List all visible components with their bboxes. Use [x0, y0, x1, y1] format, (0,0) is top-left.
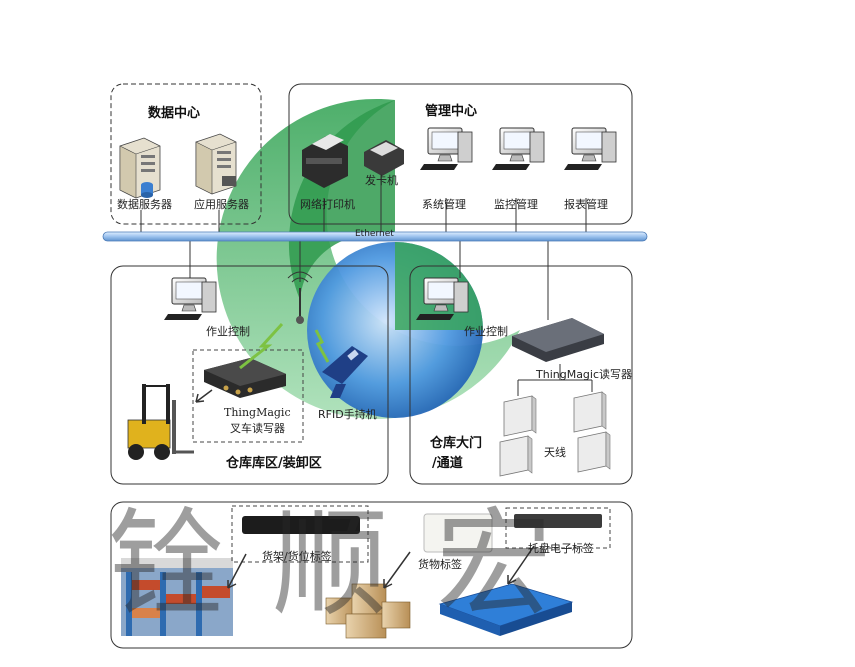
database-server-icon: [119, 137, 161, 199]
goods-tag-card-icon: [423, 513, 493, 553]
application-server-label: 应用服务器: [194, 198, 249, 211]
ethernet-label: Ethernet: [355, 229, 394, 239]
warehouse-shelves-photo: [121, 558, 233, 636]
management-center-title: 管理中心: [425, 104, 478, 119]
arrow-icon: [507, 545, 535, 585]
forklift-reader-label-2: 叉车读写器: [230, 422, 285, 435]
gate-title-line-2: /通道: [432, 456, 463, 471]
monitoring-label: 监控管理: [494, 198, 538, 211]
forklift-icon: [127, 384, 194, 460]
antenna-label: 天线: [544, 446, 566, 459]
goods-tag-label: 货物标签: [418, 558, 462, 571]
watermark: 铨顺宏: [108, 497, 600, 632]
arrow-icon: [383, 551, 411, 589]
system-management-label: 系统管理: [422, 198, 466, 211]
wireless-ap-icon: [287, 271, 313, 324]
rfid-handheld-icon: [322, 346, 368, 398]
network-printer-icon: [302, 134, 348, 188]
report-pc-icon: [563, 127, 617, 171]
data-center-region: [110, 83, 262, 225]
shelf-tag-label: 货架/货位标签: [262, 550, 332, 563]
shelf-tag-zone: [231, 505, 369, 563]
warehouse-area-title: 仓库库区/装卸区: [226, 456, 322, 471]
forklift-reader-label-1: ThingMagic: [224, 406, 291, 419]
antenna-icon: [577, 431, 611, 473]
wireless-link-icon: [314, 329, 330, 363]
system-management-pc-icon: [419, 127, 473, 171]
plastic-pallet-icon: [438, 583, 574, 636]
card-issuer-label: 发卡机: [365, 174, 398, 187]
database-server-label: 数据服务器: [117, 198, 172, 211]
card-issuer-icon: [364, 140, 404, 176]
pallet-tag-zone: [505, 507, 611, 549]
pallet-tag-label: 托盘电子标签: [528, 542, 594, 555]
cardboard-boxes-icon: [325, 583, 411, 639]
warehouse-control-pc-icon: [163, 277, 217, 321]
gate-title-line-1: 仓库大门: [430, 436, 483, 451]
shelf-tag-icon: [242, 516, 360, 534]
antenna-icon: [573, 391, 607, 433]
forklift-reader-zone: [192, 349, 304, 443]
arrow-icon: [227, 553, 247, 589]
management-center-region: [288, 83, 633, 225]
data-center-title: 数据中心: [148, 106, 201, 121]
gate-pc-label: 作业控制: [464, 325, 508, 338]
wireless-link-icon: [239, 322, 284, 370]
warehouse-pc-label: 作业控制: [206, 325, 250, 338]
monitoring-pc-icon: [491, 127, 545, 171]
antenna-icon: [503, 395, 537, 437]
thingmagic-reader-icon: [512, 318, 604, 362]
network-printer-label: 网络打印机: [300, 198, 355, 211]
ethernet-bus: [102, 231, 648, 242]
report-label: 报表管理: [564, 198, 608, 211]
warehouse-region: [110, 265, 389, 485]
pallet-tag-icon: [514, 514, 602, 528]
arrow-icon: [195, 389, 213, 403]
tags-region: [110, 501, 633, 649]
forklift-reader-icon: [204, 358, 286, 398]
rfid-handheld-label: RFID手持机: [318, 408, 377, 421]
gate-region: [409, 265, 633, 485]
gate-reader-label: ThingMagic读写器: [536, 368, 633, 381]
